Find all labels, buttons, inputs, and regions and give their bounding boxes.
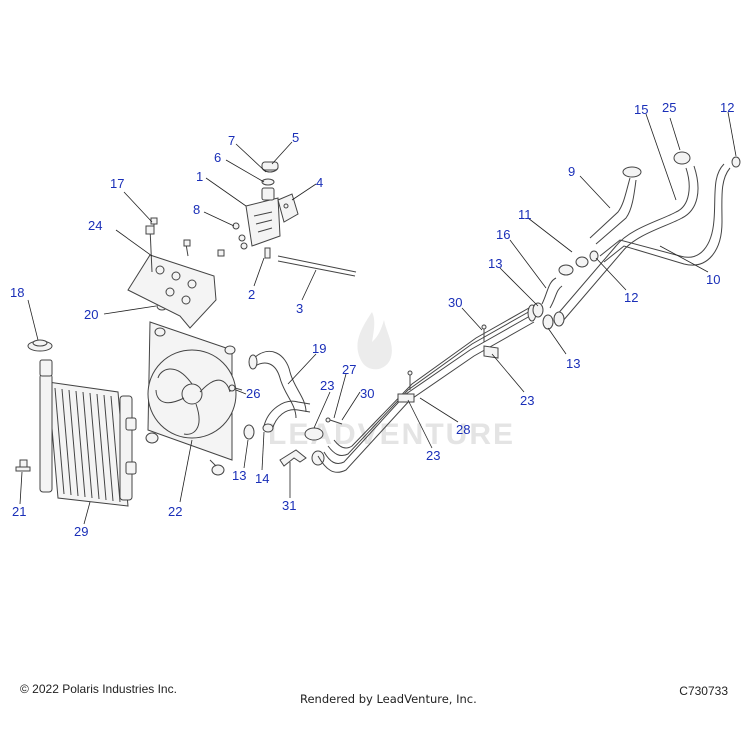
callout-13-left: 13 [232, 468, 246, 483]
callout-5: 5 [292, 130, 299, 145]
callout-19: 19 [312, 341, 326, 356]
hose-clamp-left [243, 424, 255, 440]
reservoir-fasteners [232, 222, 248, 250]
hose-clamp-25 [673, 151, 691, 165]
callout-29: 29 [74, 524, 88, 539]
callout-23-upper: 23 [320, 378, 334, 393]
hose-clamp-12-lower [589, 250, 599, 262]
callout-17: 17 [110, 176, 124, 191]
callout-7: 7 [228, 133, 235, 148]
callout-2: 2 [248, 287, 255, 302]
callout-11: 11 [518, 207, 532, 222]
reservoir-cap [261, 161, 279, 173]
callout-16: 16 [496, 227, 510, 242]
callout-23-right: 23 [520, 393, 534, 408]
upper-radiator-hose [248, 351, 307, 419]
reservoir-seal [261, 178, 275, 186]
engine-return-hose [599, 163, 731, 266]
overflow-hose [277, 255, 357, 277]
callout-21: 21 [12, 504, 26, 519]
tube-bolt-b [481, 324, 487, 342]
hose-support-bracket [279, 449, 307, 467]
fan-shroud [145, 321, 237, 476]
tube-bolt-a [407, 370, 413, 390]
coolant-reservoir [245, 187, 281, 247]
elbow-hose [541, 277, 563, 309]
callout-3: 3 [296, 301, 303, 316]
lower-radiator-hose [262, 400, 311, 433]
callout-22: 22 [168, 504, 182, 519]
callout-10: 10 [706, 272, 720, 287]
drawing-id: C730733 [679, 684, 728, 698]
engine-upper-hose [589, 166, 642, 245]
tube-clamp-b [483, 345, 499, 359]
tube-clamp-a [397, 393, 415, 403]
callout-30-left: 30 [360, 386, 374, 401]
callout-13-right-b: 13 [566, 356, 580, 371]
radiator-cap [27, 339, 53, 352]
callout-12-lower: 12 [624, 290, 638, 305]
callout-14: 14 [255, 471, 269, 486]
callout-23-lower: 23 [426, 448, 440, 463]
callout-25: 25 [662, 100, 676, 115]
elbow-fitting [558, 256, 589, 276]
rendered-by-text: Rendered by LeadVenture, Inc. [300, 692, 477, 706]
reservoir-fitting [264, 247, 271, 259]
mount-bracket [127, 225, 225, 329]
hose-clamp-right-a [532, 302, 544, 318]
callout-26: 26 [246, 386, 260, 401]
radiator-bolt [15, 459, 31, 472]
copyright-text: © 2022 Polaris Industries Inc. [20, 682, 177, 696]
callout-15: 15 [634, 102, 648, 117]
callout-12-upper: 12 [720, 100, 734, 115]
callout-28: 28 [456, 422, 470, 437]
callout-8: 8 [193, 202, 200, 217]
fitting-bolt [325, 417, 343, 425]
hose-clamp-12-upper [731, 156, 741, 168]
radiator [39, 359, 137, 507]
watermark-flame-icon [357, 312, 392, 370]
callout-6: 6 [214, 150, 221, 165]
callout-13-right-a: 13 [488, 256, 502, 271]
callout-9: 9 [568, 164, 575, 179]
shroud-bolt [228, 384, 243, 392]
watermark: LEADVENTURE [268, 312, 513, 451]
callout-labels: 1 2 3 4 5 6 7 8 9 10 11 12 12 13 13 13 1… [10, 100, 734, 539]
reservoir-plate [277, 193, 299, 223]
hose-clamp-right-b [542, 314, 554, 330]
callout-4: 4 [316, 175, 323, 190]
callout-24: 24 [88, 218, 102, 233]
callout-30-right: 30 [448, 295, 462, 310]
callout-20: 20 [84, 307, 98, 322]
callout-27: 27 [342, 362, 356, 377]
callout-1: 1 [196, 169, 203, 184]
leader-lines [19, 111, 737, 525]
callout-31: 31 [282, 498, 296, 513]
callout-18: 18 [10, 285, 24, 300]
